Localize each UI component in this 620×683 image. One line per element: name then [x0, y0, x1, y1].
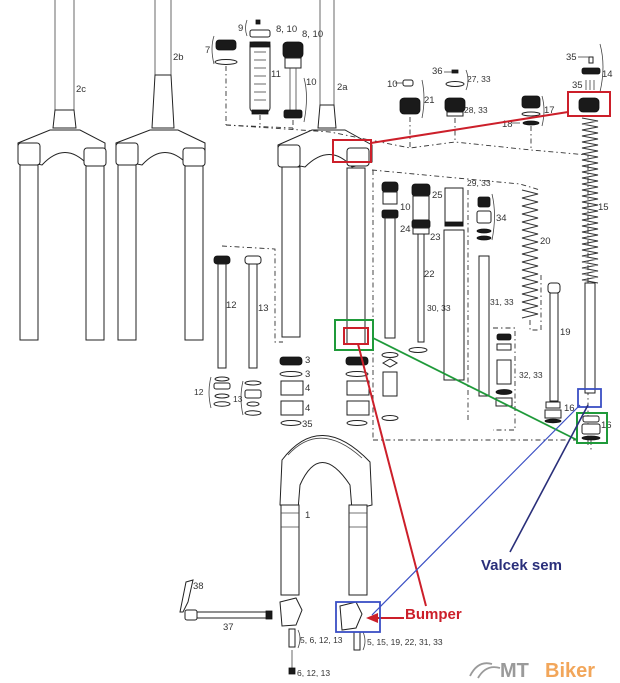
part-label-36: 36	[432, 66, 443, 77]
part-label-24: 24	[400, 224, 411, 235]
highlight-box-bumper	[343, 327, 369, 345]
red-connector-bumper	[357, 343, 427, 607]
damper-internals: 10 24 25 23 22 29, 33 30, 33 34 31, 33 2…	[381, 178, 612, 450]
highlight-box-green-16	[576, 412, 608, 444]
part-label-35c: 35	[302, 419, 313, 430]
part-label-5-6-12-13: 5, 6, 12, 13	[300, 635, 343, 645]
part-label-25: 25	[432, 190, 443, 201]
highlight-box-blue-dropout	[335, 601, 381, 633]
green-connector	[372, 337, 578, 441]
part-label-35a: 35	[566, 52, 577, 63]
cyclist-swoosh-icon	[469, 662, 501, 679]
part-label-15: 15	[598, 202, 609, 213]
part-label-2b: 2b	[173, 52, 184, 63]
part-label-23: 23	[430, 232, 441, 243]
part-label-6-12-13: 6, 12, 13	[297, 668, 330, 678]
part-label-12b: 12	[194, 387, 204, 397]
part-label-34: 34	[496, 213, 507, 224]
part-label-11: 11	[271, 69, 281, 80]
part-label-30-33: 30, 33	[427, 303, 451, 313]
highlight-box-crown	[332, 139, 372, 163]
mtbiker-logo: MT Biker	[469, 660, 595, 682]
part-label-19: 19	[560, 327, 571, 338]
part-label-10a: 10	[306, 77, 317, 88]
part-label-22: 22	[424, 269, 435, 280]
highlight-box-blue-rod	[577, 388, 602, 408]
part-label-7: 7	[205, 45, 210, 56]
part-label-38: 38	[193, 581, 204, 592]
part-label-4b: 4	[305, 403, 310, 414]
part-label-21: 21	[424, 95, 435, 106]
annotation-bumper: Bumper	[405, 606, 462, 623]
part-label-13b: 13	[233, 394, 243, 404]
part-label-20: 20	[540, 236, 551, 247]
part-label-1: 1	[305, 510, 310, 521]
damper-top-assemblies: 10 21 36 27, 33 28, 33 17 18 35 35 14	[225, 43, 613, 445]
part-label-2a: 2a	[337, 82, 348, 93]
highlight-box-green-stanchion	[334, 319, 374, 351]
annotation-valcek-sem: Valcek sem	[481, 557, 562, 574]
part-label-3a: 3	[305, 355, 310, 366]
bumper-arrowhead	[366, 613, 378, 623]
top-cap-assemblies: 7 9 8, 10 8, 10 11 10 2c 2b 2a	[76, 19, 348, 132]
part-label-16a: 16	[564, 403, 575, 414]
blue-connector	[371, 404, 581, 616]
part-label-5-15-19-22-31-33: 5, 15, 19, 22, 31, 33	[367, 637, 443, 647]
part-label-32-33: 32, 33	[519, 370, 543, 380]
part-label-8-10b: 8, 10	[302, 29, 323, 40]
part-label-3b: 3	[305, 369, 310, 380]
crown-steerer-2a	[277, 0, 373, 345]
highlight-box-top-cap	[567, 91, 611, 117]
crown-steerer-2b	[115, 0, 206, 341]
part-label-9: 9	[238, 23, 243, 34]
part-label-8-10a: 8, 10	[276, 24, 297, 35]
coil-spring-15: 15	[581, 117, 609, 394]
part-label-37: 37	[223, 622, 234, 633]
navy-pointer	[509, 404, 589, 553]
lower-legs-1: 1 38 37 5, 6, 12, 13 6, 12, 13 5, 15, 19…	[179, 435, 443, 678]
logo-text-biker: Biker	[545, 660, 595, 682]
part-label-35b: 35	[572, 80, 583, 91]
part-label-12a: 12	[226, 300, 237, 311]
part-label-10c: 10	[400, 202, 411, 213]
part-label-10b: 10	[387, 79, 398, 90]
part-label-27-33: 27, 33	[467, 74, 491, 84]
part-label-29-33: 29, 33	[467, 178, 491, 188]
part-label-28-33: 28, 33	[464, 105, 488, 115]
part-label-31-33: 31, 33	[490, 297, 514, 307]
part-label-4a: 4	[305, 383, 310, 394]
red-connector-top	[370, 111, 569, 144]
part-label-17: 17	[544, 105, 555, 116]
part-label-2c: 2c	[76, 84, 86, 95]
crown-steerer-2c	[17, 0, 107, 341]
annotation-overlays: Bumper Valcek sem	[332, 91, 611, 633]
part-label-14: 14	[602, 69, 613, 80]
logo-text-mt: MT	[500, 660, 529, 682]
part-label-13a: 13	[258, 303, 269, 314]
part-label-18: 18	[502, 119, 513, 130]
